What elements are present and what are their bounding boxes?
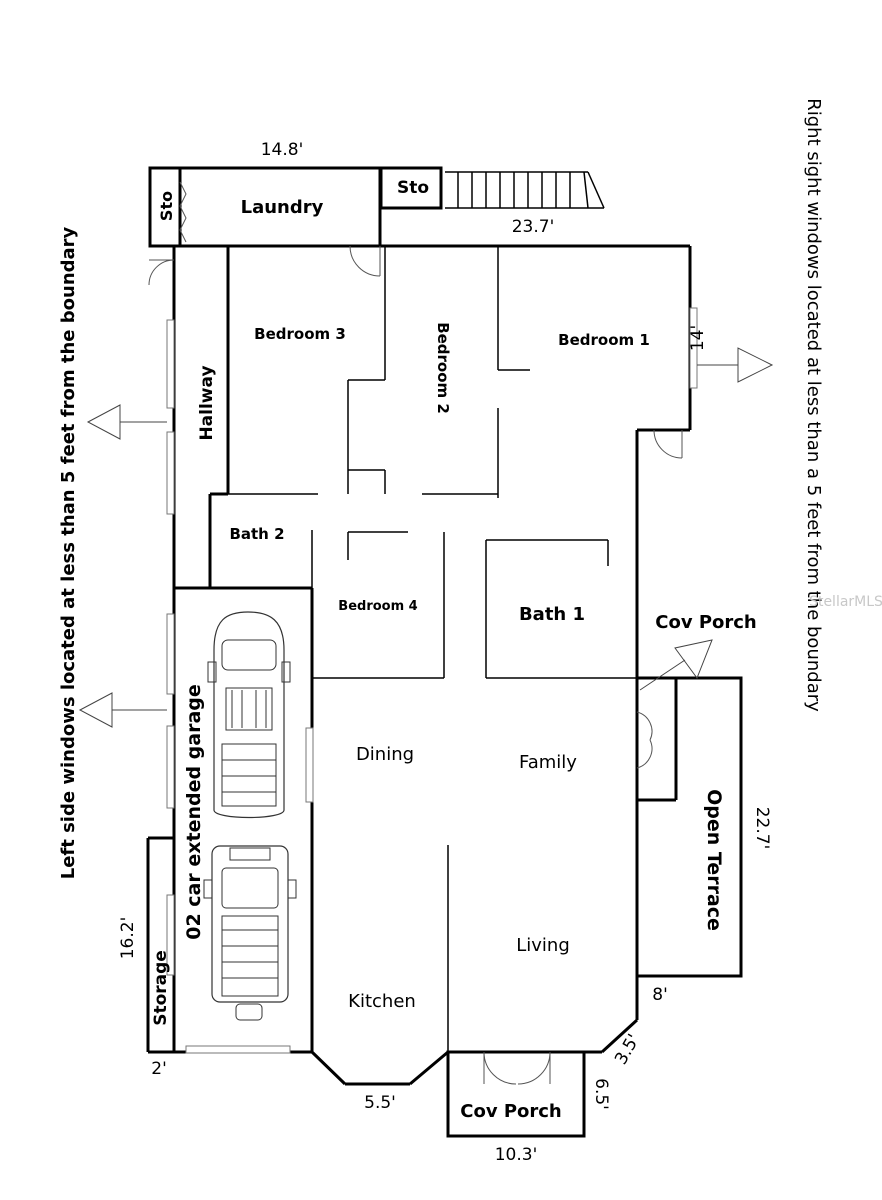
dimension-top-width: 14.8' <box>261 140 304 160</box>
windows <box>166 307 698 1054</box>
room-label-sto-top: Sto <box>397 178 429 198</box>
dimension-porch-width: 10.3' <box>495 1145 538 1165</box>
doors <box>148 181 683 1085</box>
watermark: StellarMLS <box>809 594 882 610</box>
dimension-kitchen-bay: 5.5' <box>364 1093 396 1113</box>
room-label-bath1: Bath 1 <box>519 604 585 625</box>
room-label-family: Family <box>519 752 577 773</box>
room-label-open-terrace: Open Terrace <box>703 789 725 931</box>
jeep-icon <box>203 845 297 1021</box>
room-label-bedroom1: Bedroom 1 <box>558 331 650 349</box>
room-label-sto-left: Sto <box>157 191 176 221</box>
truck-icon <box>207 611 291 819</box>
room-label-laundry: Laundry <box>241 197 324 218</box>
dimension-angle-wall: 3.5' <box>611 1031 644 1068</box>
dimension-upper-width: 23.7' <box>512 217 555 237</box>
dimension-storage-depth: 16.2' <box>118 917 138 960</box>
room-label-dining: Dining <box>356 744 414 765</box>
room-label-cov-porch-front: Cov Porch <box>460 1101 562 1122</box>
dimension-porch-depth: 6.5' <box>591 1078 611 1110</box>
interior-walls <box>228 246 637 1052</box>
room-label-kitchen: Kitchen <box>348 991 416 1012</box>
room-label-storage: Storage <box>151 950 171 1026</box>
dimension-storage-width: 2' <box>151 1059 167 1079</box>
room-label-bedroom3: Bedroom 3 <box>254 325 346 343</box>
boundary-arrow-icon <box>697 347 774 383</box>
dimension-right-depth: 14' <box>688 325 708 351</box>
porch-arrow-icon <box>639 639 713 691</box>
note-left-windows: Left side windows located at less than 5… <box>58 226 79 879</box>
room-label-bedroom4: Bedroom 4 <box>338 599 417 614</box>
room-label-bath2: Bath 2 <box>229 525 284 543</box>
room-label-cov-porch-side: Cov Porch <box>655 612 757 633</box>
dimension-terrace-width: 8' <box>652 985 668 1005</box>
room-label-bedroom2: Bedroom 2 <box>434 322 452 414</box>
boundary-arrow-icon <box>78 692 167 728</box>
room-label-living: Living <box>516 935 570 956</box>
room-label-garage: 02 car extended garage <box>183 684 205 940</box>
stairs <box>445 171 605 209</box>
boundary-arrow-icon <box>86 404 167 440</box>
note-right-windows: Right sight windows located at less than… <box>803 98 824 712</box>
dimension-terrace-depth: 22.7' <box>752 807 772 850</box>
room-label-hallway: Hallway <box>197 365 217 440</box>
